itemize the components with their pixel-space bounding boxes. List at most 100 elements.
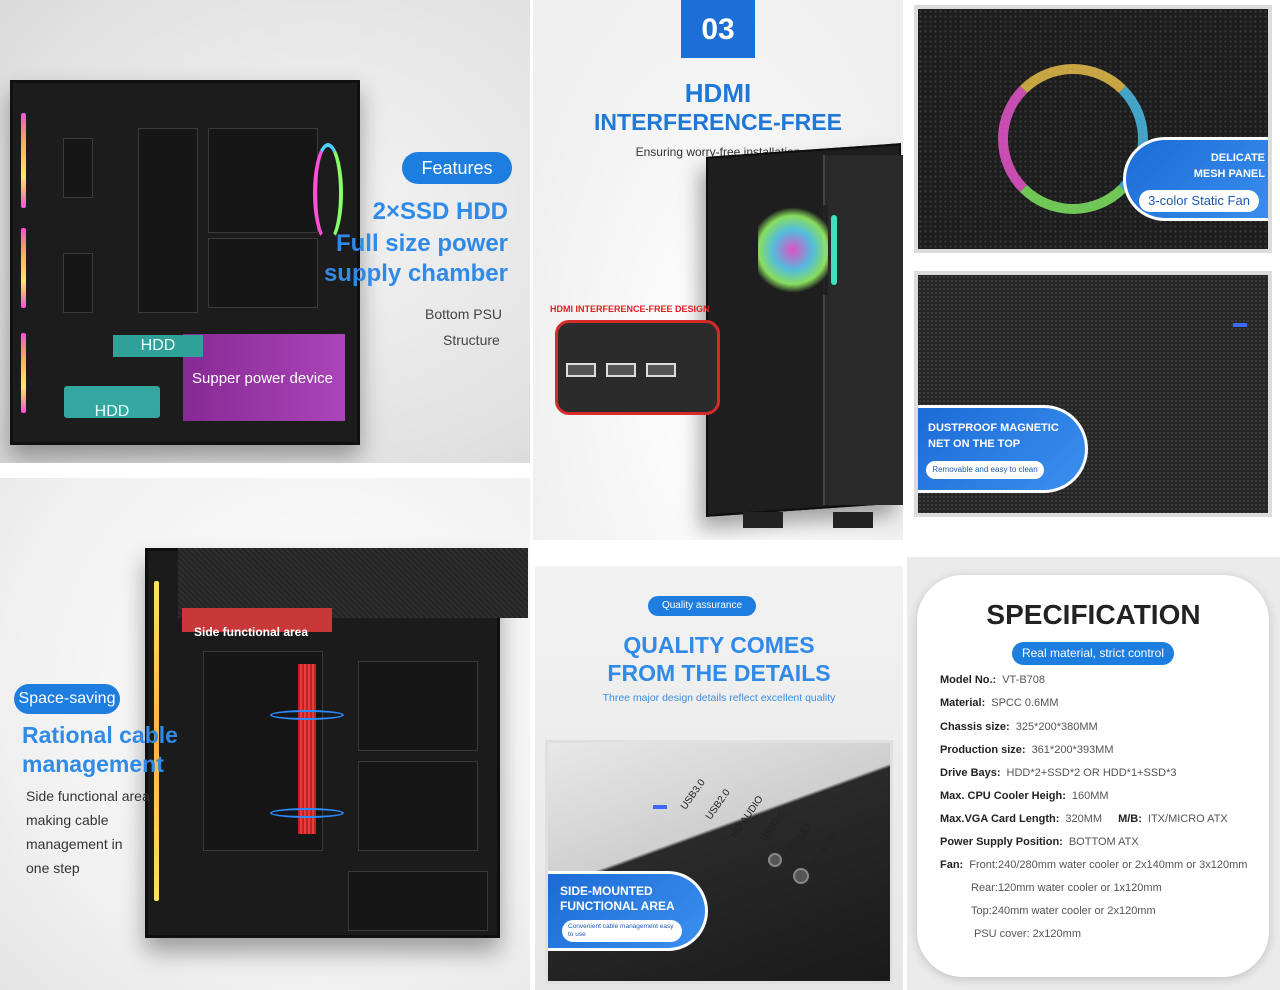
spec-value: VT-B708 [1002, 674, 1046, 686]
cable-cutout [138, 128, 198, 313]
cable-bundle [298, 664, 316, 834]
spec-label: Material: [940, 697, 986, 709]
rgb-fan [758, 205, 828, 295]
space-text-line: making cable [26, 812, 109, 828]
case-top-mesh [178, 548, 528, 618]
spec-row: Drive Bays: HDD*2+SSD*2 OR HDD*1+SSD*3 [940, 767, 1177, 779]
motherboard-area [208, 128, 318, 233]
spec-row: Model No.: VT-B708 [940, 674, 1045, 686]
side-functional-label: Side functional area [194, 625, 309, 639]
mesh-info-card: DELICATE MESH PANEL 3-color Static Fan [1123, 137, 1268, 221]
spec-label: Drive Bays: [940, 767, 1001, 779]
hdmi-port-closeup [555, 320, 720, 415]
io-panel-photo: USB3.0 USB2.0 HD AUDIO USB2.0 RESET POWE… [545, 740, 893, 984]
spec-title: SPECIFICATION [986, 599, 1201, 630]
quality-pill: Quality assurance [648, 596, 756, 616]
feature-line: supply chamber [323, 260, 508, 287]
space-text-line: one step [26, 860, 80, 876]
features-panel: HDD HDD Supper power device Features 2×S… [0, 0, 530, 463]
cable-tie [270, 808, 344, 818]
rgb-strip [21, 333, 26, 413]
spec-row: Production size: 361*200*393MM [940, 744, 1114, 756]
power-led [653, 805, 667, 809]
hdmi-callout-label: HDMI INTERFERENCE-FREE DESIGN [550, 304, 710, 314]
hdd-label: HDD [113, 335, 203, 357]
spec-pill: Real material, strict control [1012, 642, 1174, 665]
drive-slot [63, 253, 93, 313]
spec-value: SPCC 0.6MM [991, 697, 1059, 709]
mesh-pill: 3-color Static Fan [1139, 190, 1259, 212]
spec-label: Fan: [940, 859, 964, 871]
spec-value: 160MM [1071, 790, 1109, 802]
rgb-light-bar [831, 215, 837, 285]
features-pill: Features [402, 152, 512, 184]
case-foot [743, 512, 783, 528]
hdmi-panel: 03 HDMI INTERFERENCE-FREE Ensuring worry… [533, 0, 903, 540]
hdmi-port [566, 363, 596, 377]
side-io-highlight [182, 608, 332, 632]
spec-value: ITX/MICRO ATX [1147, 813, 1228, 825]
motherboard-area [358, 661, 478, 751]
spec-label: Production size: [940, 744, 1026, 756]
hdd-cage-label: HDD [64, 386, 160, 420]
spec-label: Model No.: [940, 674, 997, 686]
hdmi-title: HDMI [684, 78, 752, 108]
spec-row: Fan: Front:240/280mm water cooler or 2x14… [940, 859, 1247, 871]
spec-label: Chassis size: [940, 721, 1010, 733]
dustproof-section: DUSTPROOF MAGNETIC NET ON THE TOP Remova… [914, 271, 1272, 517]
rgb-strip [21, 113, 26, 208]
psu-bay [348, 871, 488, 931]
spec-value: Front:240/280mm water cooler or 2x140mm … [969, 859, 1248, 871]
spec-row: Max.VGA Card Length: 320MM M/B: ITX/MICRO A… [940, 813, 1228, 825]
spec-label: Max.VGA Card Length: [940, 813, 1060, 825]
quality-title: QUALITY COMES [623, 632, 815, 658]
space-saving-section: Side functional area Space-saving Ration… [0, 478, 530, 990]
io-label: USB2.0 [758, 809, 788, 844]
dust-title: NET ON THE TOP [928, 438, 1021, 450]
spec-label: Power Supply Position: [940, 836, 1063, 848]
feature-line: Full size power [335, 230, 508, 257]
hdmi-title: INTERFERENCE-FREE [594, 109, 842, 135]
power-button [793, 868, 809, 884]
spec-value: BOTTOM ATX [1068, 836, 1139, 848]
io-label: RESET [786, 820, 816, 854]
quality-subtitle: Three major design details reflect excel… [602, 692, 836, 704]
case-foot [833, 512, 873, 528]
pc-case-side-panel [823, 155, 903, 505]
spec-label: M/B: [1118, 813, 1142, 825]
rgb-fan [313, 143, 343, 243]
io-label: POWER [808, 831, 840, 869]
io-label: HD AUDIO [728, 794, 766, 840]
spec-fan-line: Rear:120mm water cooler or 1x120mm [971, 882, 1162, 894]
spec-value: HDD*2+SSD*2 OR HDD*1+SSD*3 [1006, 767, 1177, 779]
feature-note: Structure [443, 332, 500, 348]
space-title: management [22, 751, 164, 777]
io-label: USB2.0 [703, 787, 733, 822]
hdmi-port [606, 363, 636, 377]
drive-slot [63, 138, 93, 198]
spec-value: 361*200*393MM [1031, 744, 1114, 756]
psu-chamber-highlight [183, 334, 345, 421]
q-card-pill: Convenient cable management easy to use [562, 920, 682, 942]
spec-value: 325*200*380MM [1015, 721, 1098, 733]
spec-fan-line: PSU cover: 2x120mm [974, 928, 1081, 940]
dust-title: DUSTPROOF MAGNETIC [928, 422, 1059, 434]
spec-value: 320MM [1065, 813, 1103, 825]
space-saving-pill: Space-saving [14, 684, 120, 714]
specification-section: SPECIFICATION Real material, strict cont… [907, 557, 1280, 990]
mesh-title: DELICATE [1210, 152, 1265, 164]
q-card-title: FUNCTIONAL AREA [560, 899, 675, 913]
rgb-strip [21, 228, 26, 308]
spec-fan-line: Top:240mm water cooler or 2x120mm [971, 905, 1156, 917]
section-number: 03 [681, 0, 755, 58]
spec-row: Chassis size: 325*200*380MM [940, 721, 1098, 733]
power-led [1233, 323, 1247, 327]
spec-row: Max. CPU Cooler Heigh:160MM [940, 790, 1109, 802]
side-mounted-card: SIDE-MOUNTED FUNCTIONAL AREA Convenient … [548, 871, 708, 951]
rgb-strip [154, 581, 159, 901]
motherboard-area [358, 761, 478, 851]
quality-section: Quality assurance QUALITY COMES FROM THE… [535, 566, 903, 990]
reset-button [768, 853, 782, 867]
spec-row: Power Supply Position: BOTTOM ATX [940, 836, 1139, 848]
cable-tie [270, 710, 344, 720]
